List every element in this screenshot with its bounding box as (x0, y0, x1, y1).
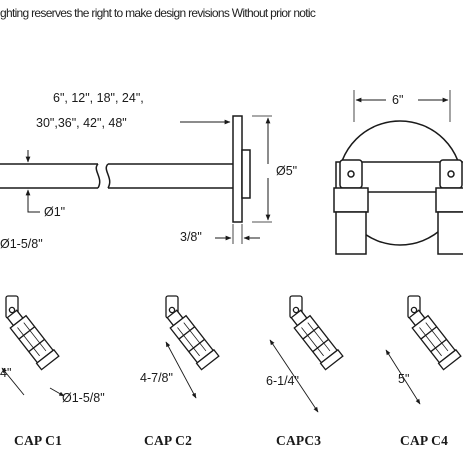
right-bracket (435, 159, 463, 255)
collar-diameter-label: Ø1-5/8" (0, 237, 43, 251)
fixture-cap-c2 (162, 295, 220, 371)
caption-cap-c2: CAP C2 (144, 433, 193, 448)
extension-rod (0, 163, 233, 189)
canopy-thickness-label: 3/8" (180, 230, 202, 244)
end-view-width-label: 6" (392, 93, 404, 107)
caption-cap-c4: CAP C4 (400, 433, 449, 448)
cap-c3-dimension-label: 6-1/4" (266, 374, 299, 388)
cap-c1-dimension-label: 4" (0, 366, 12, 380)
length-options-line1: 6", 12", 18", 24", (53, 91, 144, 105)
disclaimer-notice: ghting reserves the right to make design… (0, 6, 316, 20)
left-bracket (333, 159, 369, 255)
end-view (333, 90, 463, 255)
fixture-cap-c1 (2, 295, 60, 371)
fixture-cap-c4 (404, 295, 462, 371)
caption-cap-c3: CAPC3 (276, 433, 322, 448)
caption-cap-c1: CAP C1 (14, 433, 63, 448)
fixture-dimension-lines (1, 339, 421, 413)
cap-c2-dimension-label: 4-7/8" (140, 371, 173, 385)
rod-side-view (0, 115, 272, 244)
fixture-cap-c3 (286, 295, 344, 371)
canopy-plate (232, 115, 251, 223)
cap-c4-dimension-label: 5" (398, 372, 410, 386)
length-options-line2: 30",36", 42", 48" (36, 116, 127, 130)
rod-diameter-label: Ø1" (44, 205, 66, 219)
cap-c1-diameter-label: Ø1-5/8" (62, 391, 105, 405)
canopy-diameter-label: Ø5" (276, 164, 298, 178)
